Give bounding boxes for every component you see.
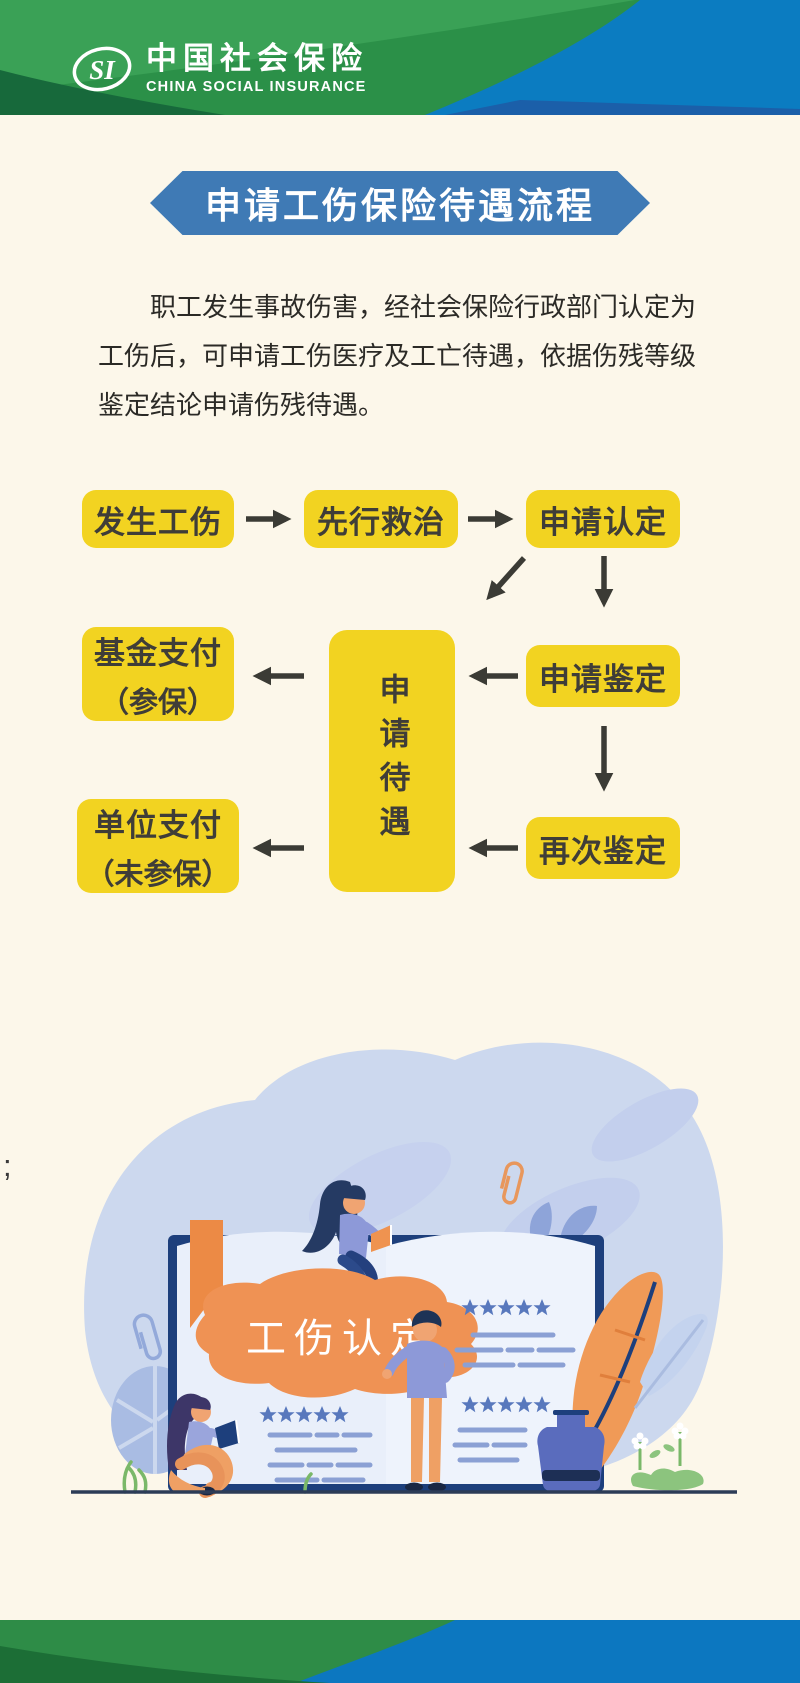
si-logo-text: SI [89,55,116,85]
brand-logo: SI 中国社会保险 CHINA SOCIAL INSURANCE [70,42,368,95]
flow-node-apply-recognition: 申请认定 [526,490,680,548]
header-band [0,0,800,115]
title-banner: 申请工伤保险待遇流程 [150,171,650,235]
leaf-icon [560,1205,597,1244]
grass-decor [122,1460,313,1494]
flow-node-label: （参保） [99,686,216,719]
flow-node-label: 发生工伤 [94,504,222,540]
flow-node-fund-pay: 基金支付 （参保） [82,627,234,721]
flow-node-label: （未参保） [85,858,231,891]
flow-node-label: 申请鉴定 [539,661,667,697]
brand-name-en: CHINA SOCIAL INSURANCE [146,79,367,95]
flow-node-occur: 发生工伤 [82,490,234,548]
footer-band [0,1620,800,1683]
flow-node-label: 先行救治 [317,504,445,540]
stray-semicolon: ; [3,1148,12,1183]
brand-name-cn: 中国社会保险 [146,41,368,76]
text-placeholder-lines [267,1332,576,1483]
si-logo-icon: SI [72,46,132,91]
intro-line: 职工发生事故伤害，经社会保险行政部门认定为 [150,292,697,322]
flow-node-label: 单位支付 [94,807,222,843]
flow-node-apply-benefits: 申请待遇 [329,630,455,892]
ink-pot-icon [537,1410,605,1492]
intro-paragraph: 职工发生事故伤害，经社会保险行政部门认定为 工伤后，可申请工伤医疗及工亡待遇，依… [98,283,718,430]
flow-node-employer-pay: 单位支付 （未参保） [77,799,239,893]
flow-node-second-appraisal: 再次鉴定 [526,817,680,879]
leaf-icon [591,1088,699,1162]
flow-node-label: 再次鉴定 [539,833,667,869]
flow-arrows [246,509,614,858]
light-feather-icon [633,1313,708,1409]
flow-node-label: 申请待遇 [374,673,410,849]
sitting-woman-figure [167,1393,240,1498]
flow-node-label: 申请认定 [539,504,667,540]
flow-node-label: 基金支付 [94,635,222,671]
flow-node-apply-appraisal: 申请鉴定 [526,645,680,707]
intro-line: 鉴定结论申请伤残待遇。 [98,390,385,420]
page-title: 申请工伤保险待遇流程 [204,185,595,226]
paperclip-icon [499,1161,524,1205]
flow-node-first-aid: 先行救治 [304,490,458,548]
paperclip-icon [132,1313,163,1361]
intro-line: 工伤后，可申请工伤医疗及工亡待遇，依据伤残等级 [98,341,697,371]
flowers-decor [631,1422,704,1491]
work-injury-illustration: 工伤认定 [71,1042,737,1498]
standing-man-figure [382,1310,455,1492]
arrow-recognition-to-benefits [486,556,527,601]
